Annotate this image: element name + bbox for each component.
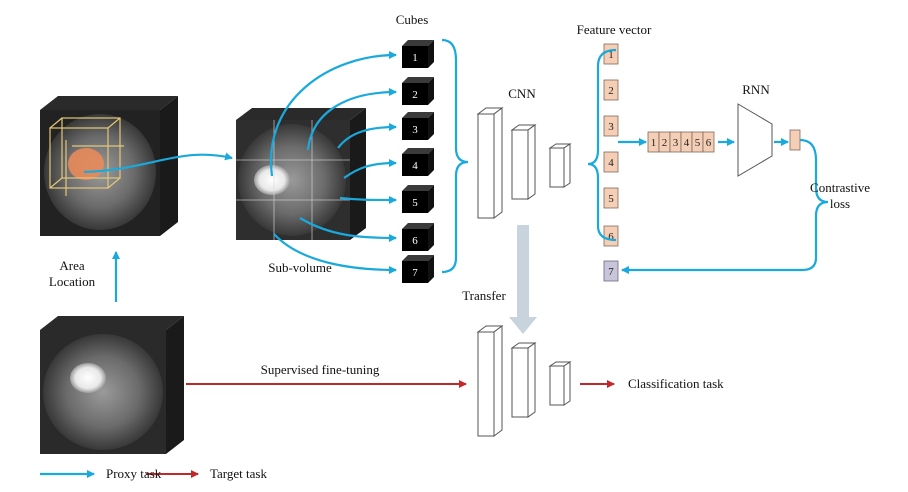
feature-box-6: 6 — [603, 225, 619, 247]
cnn-top-layer-1 — [476, 107, 504, 219]
brace-cubes — [441, 38, 469, 274]
rnn-input-label: 3 — [673, 137, 679, 149]
rnn-input-cell-5: 5 — [691, 131, 704, 153]
cube-7: 7 — [402, 255, 434, 283]
rnn-input-label: 2 — [662, 137, 668, 149]
cubes-label: Cubes — [396, 12, 429, 27]
cube-6: 6 — [402, 223, 434, 251]
cnn-bottom — [476, 325, 572, 437]
area-location-label-line2: Location — [49, 274, 96, 289]
rnn-input-cell-6: 6 — [702, 131, 715, 153]
sub-volume-label: Sub-volume — [268, 260, 332, 275]
feature-box-1: 1 — [603, 43, 619, 65]
cube-3: 3 — [402, 112, 434, 140]
cube-label: 2 — [412, 89, 418, 101]
rnn-input-cell-4: 4 — [680, 131, 693, 153]
cube-label: 6 — [412, 235, 418, 247]
arrow-cube-2 — [306, 88, 397, 151]
arrow-brain-to-subvolume — [83, 152, 233, 174]
feature-box-2: 2 — [603, 79, 619, 101]
brain-volume-top — [40, 96, 178, 236]
brace-feature-vector — [587, 48, 617, 242]
cube-1: 1 — [402, 40, 434, 68]
transfer-arrow — [509, 225, 537, 334]
cnn-bottom-layer-1 — [476, 325, 504, 437]
rnn-input-cell-1: 1 — [647, 131, 660, 153]
contrastive-loss-label-line2: loss — [830, 196, 850, 211]
cube-2: 2 — [402, 77, 434, 105]
cubes-group: 1 2 3 4 5 6 7 — [402, 40, 434, 283]
rnn-input-label: 1 — [651, 137, 657, 149]
target-arrows — [146, 380, 615, 478]
feature-box-3: 3 — [603, 115, 619, 137]
cnn-label: CNN — [508, 86, 536, 101]
cnn-top-layer-2 — [510, 124, 537, 200]
rnn-input-cell-2: 2 — [658, 131, 671, 153]
classification-task-label: Classification task — [628, 376, 724, 391]
feature-box-label: 2 — [608, 85, 614, 97]
cube-4: 4 — [402, 148, 434, 176]
arrow-cube-1 — [269, 51, 397, 177]
arrow-loss — [621, 138, 829, 274]
rnn-block — [737, 103, 773, 177]
cube-label: 3 — [412, 124, 418, 136]
sub-volume-brain — [236, 108, 366, 240]
arrow-cube-5 — [339, 195, 397, 204]
target-feature-box: 7 — [603, 260, 619, 282]
proxy-arrows — [40, 38, 829, 478]
legend-target-task: Target task — [210, 466, 267, 481]
area-location-label-line1: Area — [59, 258, 84, 273]
rnn-input-label: 6 — [706, 137, 712, 149]
feature-box-5: 5 — [603, 187, 619, 209]
feature-box-label: 1 — [608, 49, 614, 61]
feature-box-label: 4 — [608, 157, 614, 169]
rnn-output-box — [789, 129, 801, 151]
cnn-top-layer-3 — [548, 143, 572, 188]
cnn-bottom-layer-2 — [510, 342, 537, 418]
transfer-label: Transfer — [462, 288, 506, 303]
cube-label: 1 — [412, 52, 418, 64]
arrow-cube-3 — [337, 123, 397, 149]
cube-label: 4 — [412, 160, 418, 172]
rnn-input-cell-3: 3 — [669, 131, 682, 153]
feature-box-label: 5 — [608, 193, 614, 205]
legend-proxy-task: Proxy task — [106, 466, 162, 481]
feature-box-4: 4 — [603, 151, 619, 173]
cnn-bottom-layer-3 — [548, 361, 572, 406]
cnn-top — [476, 107, 572, 219]
cube-label: 7 — [412, 267, 418, 279]
target-feature-label: 7 — [608, 266, 614, 278]
rnn-label: RNN — [742, 82, 770, 97]
rnn-input-label: 5 — [695, 137, 701, 149]
feature-box-label: 6 — [608, 231, 614, 243]
cube-5: 5 — [402, 185, 434, 213]
cube-label: 5 — [412, 197, 418, 209]
feature-box-label: 3 — [608, 121, 614, 133]
arrow-cube-6 — [299, 217, 397, 242]
arrow-cube-4 — [343, 159, 397, 179]
contrastive-loss-label-line1: Contrastive — [810, 180, 870, 195]
brain-volume-bottom — [40, 316, 184, 454]
supervised-fine-tuning-label: Supervised fine-tuning — [261, 362, 380, 377]
feature-vector-column: 1 2 3 4 5 6 7 — [603, 43, 619, 282]
feature-vector-label: Feature vector — [577, 22, 652, 37]
arrow-cube-7 — [273, 233, 397, 274]
rnn-input-label: 4 — [684, 137, 690, 149]
